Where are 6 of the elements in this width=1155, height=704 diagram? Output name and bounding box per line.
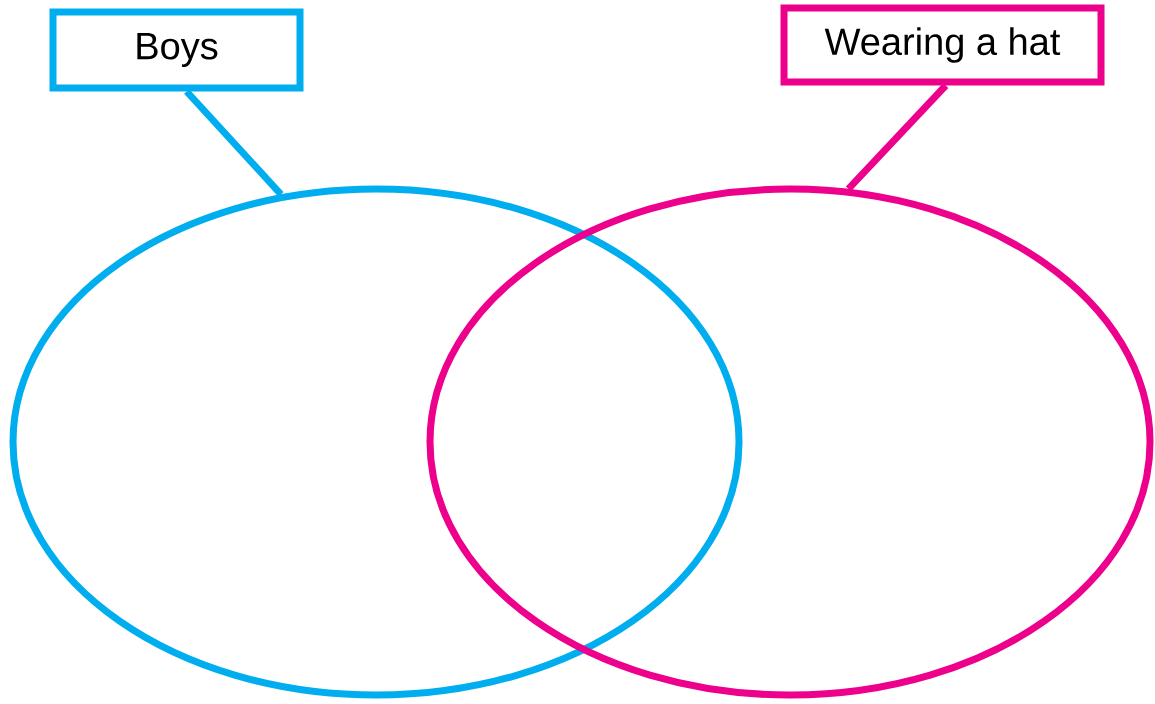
- venn-ellipse: [426, 185, 1154, 699]
- label-box: Boys: [49, 8, 304, 92]
- leader-line: [845, 83, 949, 192]
- label-box: Wearing a hat: [780, 4, 1105, 86]
- venn-ellipse: [9, 185, 743, 699]
- leader-line: [184, 89, 284, 197]
